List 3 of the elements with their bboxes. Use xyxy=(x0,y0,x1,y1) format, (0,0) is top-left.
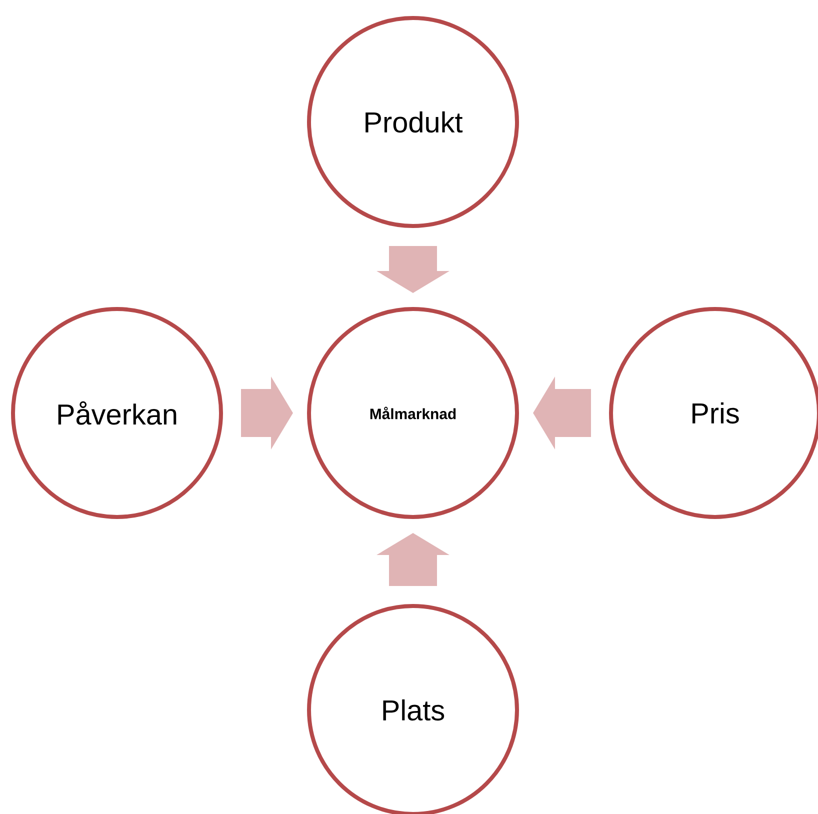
circle-node: Påverkan xyxy=(11,307,223,519)
circle-node: Produkt xyxy=(307,16,519,228)
circle-node: Målmarknad xyxy=(307,307,519,519)
